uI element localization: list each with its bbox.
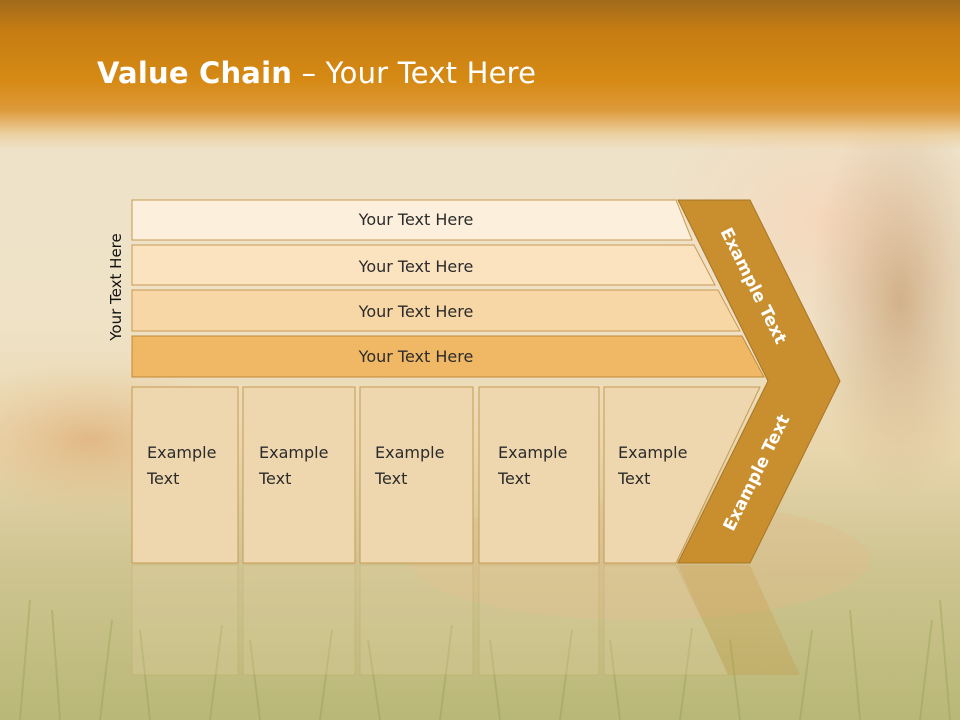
primary-box-2-line2: Text (258, 469, 291, 488)
support-bar-4: Your Text Here (131, 335, 765, 378)
support-bar-2-label: Your Text Here (358, 257, 474, 276)
support-bar-3-label: Your Text Here (358, 302, 474, 321)
side-label: Your Text Here (107, 233, 125, 341)
primary-box-1-line2: Text (146, 469, 179, 488)
page-title: Value Chain – Your Text Here (97, 56, 536, 90)
title-bar (0, 0, 960, 150)
support-bar-4-label: Your Text Here (358, 347, 474, 366)
primary-box-4: Example Text (478, 386, 600, 564)
support-bar-1: Your Text Here (131, 199, 693, 241)
primary-box-5: Example Text (603, 386, 761, 564)
title-rest: – Your Text Here (292, 56, 537, 90)
support-bar-3: Your Text Here (131, 289, 741, 332)
primary-box-5-line1: Example (618, 443, 687, 462)
primary-box-3-line2: Text (374, 469, 407, 488)
primary-box-4-line2: Text (497, 469, 530, 488)
primary-box-3-line1: Example (375, 443, 444, 462)
support-bar-1-label: Your Text Here (358, 210, 474, 229)
primary-box-3: Example Text (359, 386, 474, 564)
support-bar-2: Your Text Here (131, 244, 716, 286)
primary-box-1-line1: Example (147, 443, 216, 462)
title-bold: Value Chain (97, 56, 293, 90)
primary-box-5-line2: Text (617, 469, 650, 488)
diagram-reflection (131, 564, 800, 676)
primary-box-1: Example Text (131, 386, 239, 564)
primary-box-2-line1: Example (259, 443, 328, 462)
primary-box-2: Example Text (242, 386, 356, 564)
primary-box-4-line1: Example (498, 443, 567, 462)
